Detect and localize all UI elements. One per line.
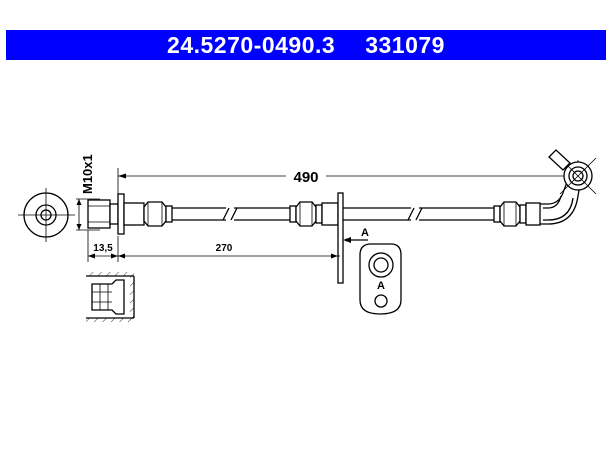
part-number: 24.5270-0490.3 bbox=[167, 31, 336, 58]
total-length-label: 490 bbox=[293, 169, 318, 186]
hose-segment-right bbox=[343, 207, 494, 221]
middle-fitting bbox=[289, 192, 344, 284]
right-fitting bbox=[493, 149, 597, 227]
section-marker: A bbox=[343, 227, 369, 243]
thread-label: M10x1 bbox=[80, 154, 95, 194]
section-marker-label: A bbox=[361, 227, 369, 239]
detail-view-bracket: A bbox=[359, 243, 402, 315]
fitting-end-view bbox=[18, 188, 75, 242]
left-fitting bbox=[87, 193, 173, 235]
bottom-dimensions: 13,5 270 bbox=[87, 230, 340, 262]
fitting-section-view bbox=[86, 272, 135, 322]
fitting-length-label: 13,5 bbox=[93, 243, 113, 254]
bracket-position-label: 270 bbox=[216, 243, 233, 254]
title-banner: 24.5270-0490.3 331079 bbox=[6, 30, 606, 60]
thread-dimension: M10x1 bbox=[76, 154, 100, 231]
hose-segment-left bbox=[172, 207, 290, 221]
total-length-dimension: 490 bbox=[117, 160, 579, 197]
reference-number: 331079 bbox=[365, 31, 445, 58]
detail-label: A bbox=[377, 280, 385, 292]
